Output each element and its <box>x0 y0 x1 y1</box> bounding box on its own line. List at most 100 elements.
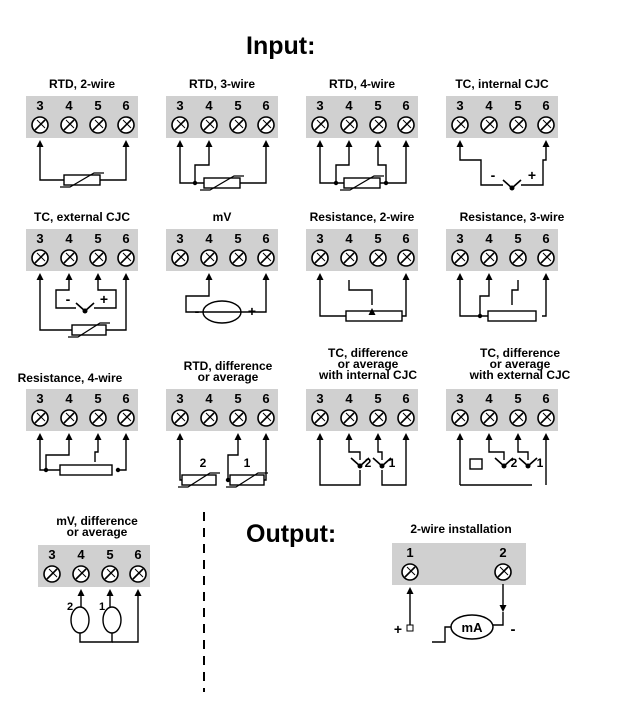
terminal-number: 5 <box>374 98 381 113</box>
terminal-number: 5 <box>514 391 521 406</box>
screw-slot <box>132 568 144 580</box>
terminal-screw-icon <box>340 249 358 267</box>
screw-slot <box>122 119 132 129</box>
terminal-number: 5 <box>94 231 101 246</box>
terminal-screw-icon <box>117 116 135 134</box>
wire <box>112 596 139 643</box>
screw-slot <box>497 566 509 578</box>
screw-slot <box>65 252 75 262</box>
screw-slot <box>36 252 46 262</box>
terminal-number: 4 <box>65 98 73 113</box>
thermocouple-junction <box>525 463 531 469</box>
block-title-tc-difference-internal: TC, difference or average with internal … <box>318 346 418 382</box>
terminal-screw-icon <box>480 409 498 427</box>
terminal-screw-icon <box>200 249 218 267</box>
wire <box>94 280 117 309</box>
screw-slot <box>483 119 495 131</box>
block-title-mv-difference: mV, difference or average <box>56 514 138 539</box>
arrow-icon <box>316 140 324 147</box>
screw-slot <box>316 412 326 422</box>
wire <box>542 280 547 317</box>
resistor-icon <box>469 458 483 470</box>
arrow-icon <box>106 589 114 596</box>
screw-slot <box>232 412 244 424</box>
ma-meter-label: mA <box>462 620 484 635</box>
block-title-rtd-2wire: RTD, 2-wire <box>48 77 116 91</box>
thermocouple-junction <box>357 463 363 469</box>
arrow-icon <box>176 140 184 147</box>
terminal-screw-icon <box>480 249 498 267</box>
rtd-diagonal <box>178 472 220 488</box>
terminal-number: 4 <box>65 391 73 406</box>
wire <box>493 612 504 626</box>
arrow-icon <box>406 587 414 594</box>
terminal-screw-icon <box>257 249 275 267</box>
terminal-number: 3 <box>456 98 463 113</box>
wire <box>106 280 127 331</box>
screw-slot <box>260 412 272 424</box>
terminal-number: 6 <box>402 391 409 406</box>
terminal-screw-icon <box>60 249 78 267</box>
terminal-screw-icon <box>537 116 555 134</box>
terminal-number: 6 <box>262 231 269 246</box>
terminal-screw-icon <box>200 116 218 134</box>
terminal-number: 3 <box>456 231 463 246</box>
wire <box>55 280 76 309</box>
block-title-resistance-3wire: Resistance, 3-wire <box>459 210 565 224</box>
terminal-screw-icon <box>537 249 555 267</box>
arrow-icon <box>65 273 73 280</box>
screw-slot <box>260 252 272 264</box>
terminal-screw-icon <box>60 116 78 134</box>
rtd-diagonal <box>200 175 244 191</box>
arrow-icon <box>316 273 324 280</box>
screw-slot <box>63 252 75 264</box>
screw-slot <box>402 252 412 262</box>
screw-slot <box>343 119 355 131</box>
thermocouple-junction <box>379 463 385 469</box>
wire <box>319 280 346 317</box>
terminal-screw-icon <box>369 249 387 267</box>
arrow-icon <box>134 589 142 596</box>
arrow-icon <box>345 140 353 147</box>
wire <box>335 147 350 183</box>
arrow-icon <box>316 433 324 440</box>
terminal-number: 6 <box>542 391 549 406</box>
arrow-icon <box>262 273 270 280</box>
screw-slot <box>75 568 87 580</box>
terminal-number: 4 <box>345 231 353 246</box>
wire <box>100 147 127 181</box>
terminal-number: 4 <box>485 98 493 113</box>
screw-slot <box>374 252 384 262</box>
terminal-number: 3 <box>176 391 183 406</box>
arrow-icon <box>542 433 550 440</box>
resistor-icon <box>487 310 537 322</box>
terminal-number: 6 <box>122 98 129 113</box>
terminal-screw-icon <box>451 249 469 267</box>
rtd-diagonal <box>226 472 268 488</box>
input-heading: Input: <box>246 32 316 60</box>
terminal-screw-icon <box>397 249 415 267</box>
terminal-screw-icon <box>171 409 189 427</box>
minus-sign: - <box>66 291 71 307</box>
wire <box>521 147 547 186</box>
terminal-screw-icon <box>229 116 247 134</box>
resistor-icon <box>345 310 403 322</box>
screw-slot <box>542 119 552 129</box>
terminal-screw-icon <box>229 249 247 267</box>
arrow-icon <box>122 433 130 440</box>
terminal-screw-icon <box>340 116 358 134</box>
wire <box>227 440 239 480</box>
screw-slot <box>512 119 524 131</box>
junction-dot <box>333 180 339 186</box>
terminal-screw-icon <box>43 565 61 583</box>
screw-slot <box>345 119 355 129</box>
output-block-title: 2-wire installation <box>410 522 512 536</box>
terminal-number: 4 <box>205 391 213 406</box>
screw-slot <box>205 412 215 422</box>
wire <box>488 440 505 460</box>
terminal-screw-icon <box>257 409 275 427</box>
screw-slot <box>514 119 524 129</box>
terminal-screw-icon <box>509 409 527 427</box>
terminal-number: 5 <box>94 98 101 113</box>
